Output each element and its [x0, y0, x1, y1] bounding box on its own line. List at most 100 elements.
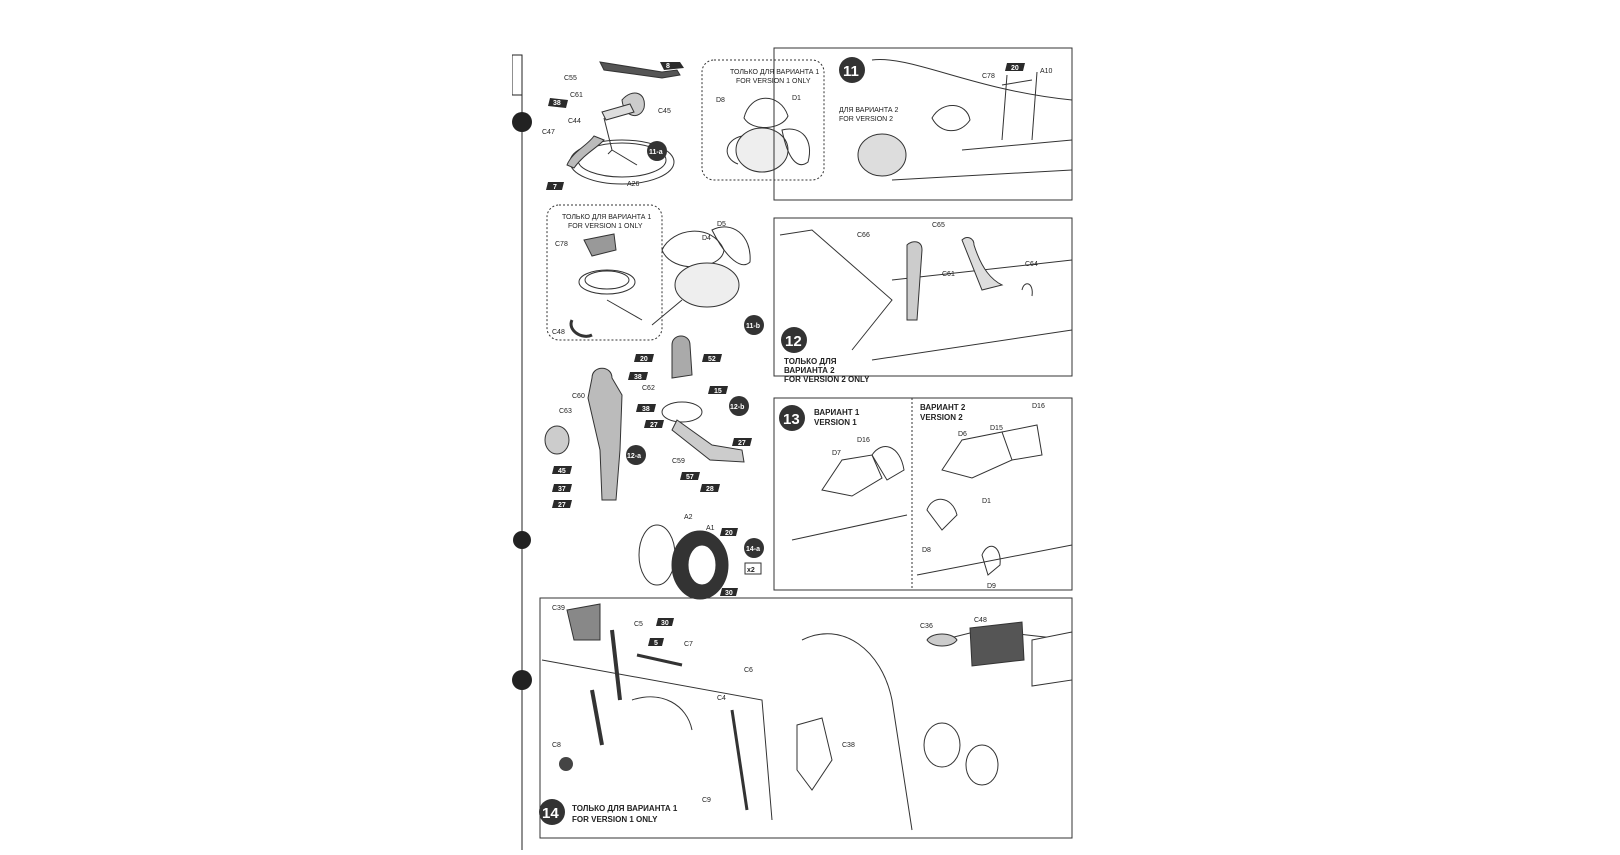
step-11b-badge: 11-b [744, 315, 764, 335]
part-label-d15: D15 [990, 425, 1003, 432]
step-12-paint-tags: 20 52 38 15 38 27 45 37 27 57 28 27 [552, 354, 752, 509]
part-label-c45: C45 [658, 108, 671, 115]
step-12b-badge: 12-b [729, 396, 749, 416]
step-11a-group [566, 61, 681, 185]
part-label-d8-13: D8 [922, 547, 931, 554]
part-label-c61-12: C61 [942, 271, 955, 278]
part-label-c62: C62 [642, 385, 655, 392]
part-label-c63: C63 [559, 408, 572, 415]
part-label-a10: A10 [1040, 68, 1053, 75]
part-label-d1-13: D1 [982, 498, 991, 505]
paint-tag-30: 30 [661, 620, 669, 627]
part-label-d7: D7 [832, 450, 841, 457]
svg-text:57: 57 [686, 474, 694, 481]
step-12-note-ru-line2: ВАРИАНТА 2 [784, 366, 835, 375]
step-13-panel: 13 ВАРИАНТ 1 VERSION 1 ВАРИАНТ 2 VERSION… [773, 397, 1073, 591]
svg-text:38: 38 [642, 406, 650, 413]
part-label-d8: D8 [716, 97, 725, 104]
step-11b-canopy: D5 D4 [651, 221, 751, 326]
part-label-c38: C38 [842, 742, 855, 749]
part-label-c36: C36 [920, 623, 933, 630]
svg-text:12-b: 12-b [730, 404, 744, 411]
part-label-c64: C64 [1025, 261, 1038, 268]
paint-tag-7: 7 [546, 182, 564, 191]
step-11-version1-inset: ТОЛЬКО ДЛЯ ВАРИАНТА 1 FOR VERSION 1 ONLY… [701, 59, 825, 181]
svg-text:27: 27 [738, 440, 746, 447]
paint-tag-38: 38 [548, 98, 568, 108]
part-label-d6: D6 [958, 431, 967, 438]
svg-text:8: 8 [666, 63, 670, 70]
step-11-number: 11 [843, 63, 859, 80]
step-13-v1-ru: ВАРИАНТ 1 [814, 408, 860, 417]
part-label-d1: D1 [792, 95, 801, 102]
step-11b-inset: ТОЛЬКО ДЛЯ ВАРИАНТА 1 FOR VERSION 1 ONLY… [546, 204, 663, 341]
paint-tag-20 [1005, 63, 1025, 71]
svg-text:37: 37 [558, 486, 566, 493]
paint-tag-8: 8 [660, 62, 684, 70]
part-label-c6: C6 [744, 667, 753, 674]
note-v2-ru: ДЛЯ ВАРИАНТА 2 [839, 107, 899, 114]
note-v1-en: FOR VERSION 1 ONLY [736, 78, 811, 85]
part-label-c78: C78 [982, 73, 995, 80]
part-label-c78-b: C78 [555, 241, 568, 248]
step-14-note-en: FOR VERSION 1 ONLY [572, 815, 658, 824]
svg-text:27: 27 [558, 502, 566, 509]
step-14-panel: C39 C5 C7 C6 C4 C8 C9 C38 C36 C48 30 5 1… [539, 597, 1073, 839]
step-14-note-ru: ТОЛЬКО ДЛЯ ВАРИАНТА 1 [572, 804, 678, 813]
paint-tag-5: 5 [654, 640, 658, 647]
part-label-c9: C9 [702, 797, 711, 804]
step-13-v1-en: VERSION 1 [814, 418, 857, 427]
part-label-c7: C7 [684, 641, 693, 648]
step-12a-badge: 12-a [626, 445, 646, 465]
part-label-c8: C8 [552, 742, 561, 749]
svg-text:38: 38 [553, 100, 561, 107]
svg-text:11-b: 11-b [746, 323, 760, 330]
part-label-c60: C60 [572, 393, 585, 400]
step-14a-wheel: A2 A1 20 30 [638, 514, 738, 600]
adjacent-page-fragments [511, 54, 532, 850]
part-label-d5: D5 [717, 221, 726, 228]
part-label-a2: A2 [684, 514, 693, 521]
svg-text:45: 45 [558, 468, 566, 475]
part-label-c44: C44 [568, 118, 581, 125]
step-12-number: 12 [785, 333, 802, 350]
step-12-figure-labels: C60 C63 C62 C59 [559, 385, 685, 465]
part-label-c4: C4 [717, 695, 726, 702]
step-12-note-en: FOR VERSION 2 ONLY [784, 375, 870, 384]
note-11b-ru: ТОЛЬКО ДЛЯ ВАРИАНТА 1 [562, 214, 651, 221]
svg-text:27: 27 [650, 422, 658, 429]
svg-text:12-a: 12-a [627, 453, 641, 460]
note-v2-en: FOR VERSION 2 [839, 116, 893, 123]
step-11a-labels: C55 C61 C45 C44 C47 A26 [542, 75, 671, 188]
step-13-v2-ru: ВАРИАНТ 2 [920, 403, 966, 412]
part-label-d16-v2: D16 [1032, 403, 1045, 410]
svg-text:11-a: 11-a [649, 149, 663, 156]
step-11-panel: 11 ДЛЯ ВАРИАНТА 2 FOR VERSION 2 C78 A10 … [773, 47, 1073, 201]
wheel-quantity: x2 [747, 567, 755, 574]
note-v1-ru: ТОЛЬКО ДЛЯ ВАРИАНТА 1 [730, 69, 819, 76]
svg-text:38: 38 [634, 374, 642, 381]
step-14-number: 14 [542, 805, 559, 822]
step-12-panel: 12 ТОЛЬКО ДЛЯ ВАРИАНТА 2 FOR VERSION 2 O… [773, 217, 1073, 384]
note-11b-en: FOR VERSION 1 ONLY [568, 223, 643, 230]
step-13-v2-en: VERSION 2 [920, 413, 963, 422]
svg-text:7: 7 [553, 184, 557, 191]
step-12-note-ru-line1: ТОЛЬКО ДЛЯ [784, 357, 837, 366]
part-label-c47: C47 [542, 129, 555, 136]
part-label-c66: C66 [857, 232, 870, 239]
instruction-page: C55 C61 C45 C44 C47 A26 8 38 7 11-a ТОЛЬ… [511, 0, 1105, 850]
step-13-number: 13 [783, 411, 800, 428]
part-label-a26: A26 [627, 181, 640, 188]
svg-text:20: 20 [640, 356, 648, 363]
assembly-diagram: C55 C61 C45 C44 C47 A26 8 38 7 11-a ТОЛЬ… [511, 47, 1073, 850]
part-label-c59: C59 [672, 458, 685, 465]
part-label-d9: D9 [987, 583, 996, 590]
part-label-c5: C5 [634, 621, 643, 628]
step-12-figures [544, 335, 745, 501]
svg-text:14-a: 14-a [746, 546, 760, 553]
part-label-c48-14: C48 [974, 617, 987, 624]
svg-text:28: 28 [706, 486, 714, 493]
svg-text:15: 15 [714, 388, 722, 395]
step-14a-badge: 14-a x2 [744, 538, 764, 575]
part-label-c65: C65 [932, 222, 945, 229]
